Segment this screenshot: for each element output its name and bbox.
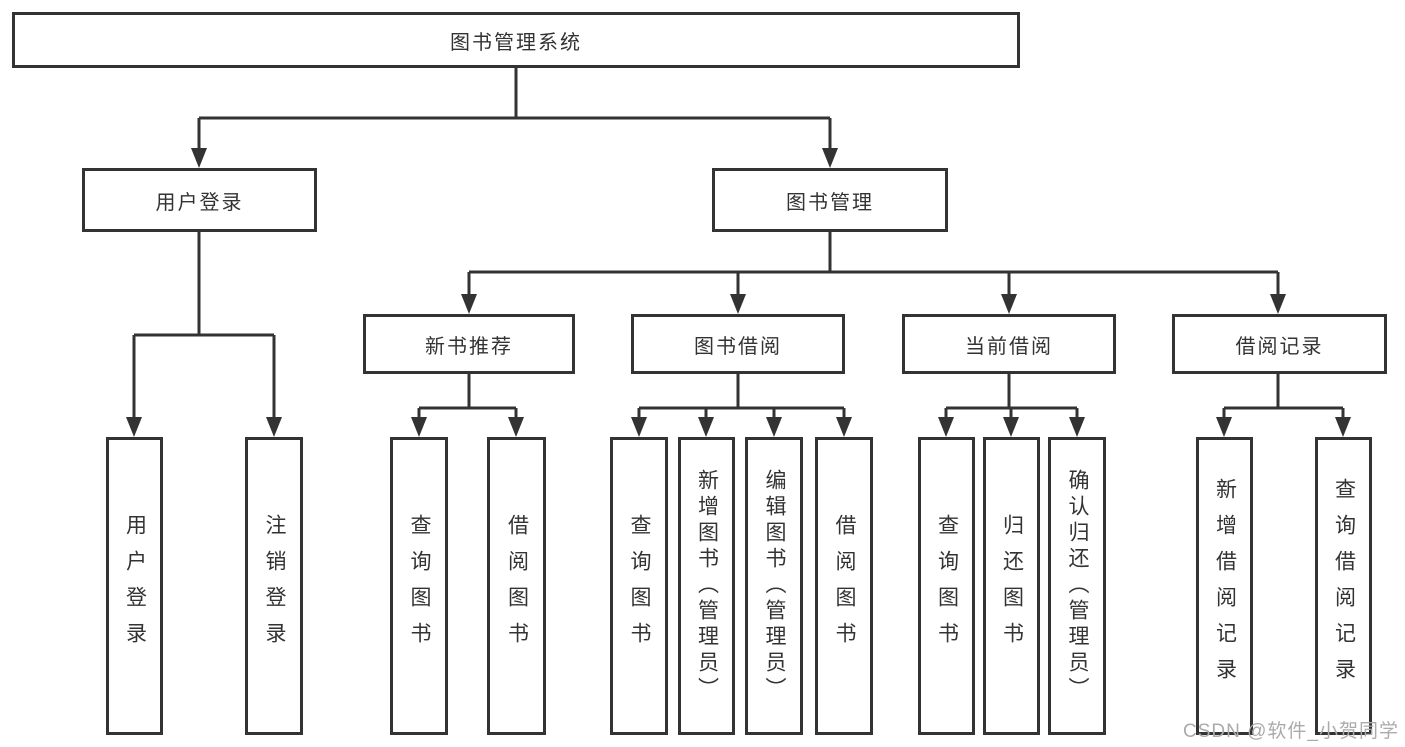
arrowhead <box>730 294 746 314</box>
leaf-confirm-return-admin: 确认归还（管理员） <box>1048 437 1106 735</box>
leaf-add-books-admin: 新增图书（管理员） <box>678 437 735 735</box>
node-library-system: 图书管理系统 <box>12 12 1020 68</box>
connector-book-management-to-level3 <box>467 232 1280 296</box>
node-book-management: 图书管理 <box>712 168 948 232</box>
arrowhead <box>411 417 427 437</box>
csdn-watermark: CSDN @软件_小贺同学 <box>1183 721 1399 742</box>
node-current-borrow: 当前借阅 <box>902 314 1116 374</box>
arrowheads <box>126 148 1351 437</box>
node-borrow-records: 借阅记录 <box>1172 314 1387 374</box>
leaf-query-books: 查询图书 <box>390 437 448 735</box>
arrowhead <box>766 417 782 437</box>
arrowhead <box>698 417 714 437</box>
node-new-book-recommend: 新书推荐 <box>363 314 575 374</box>
leaf-add-borrow-record: 新增借阅记录 <box>1196 437 1253 735</box>
connector-book-borrow-to-leaves <box>637 374 846 421</box>
node-book-borrow: 图书借阅 <box>631 314 845 374</box>
connector-borrow-records-to-leaves <box>1222 374 1345 421</box>
leaf-edit-books-admin: 编辑图书（管理员） <box>745 437 803 735</box>
leaf-query-borrow-record: 查询借阅记录 <box>1315 437 1372 735</box>
arrowhead <box>938 417 954 437</box>
arrowhead <box>266 417 282 437</box>
leaf-user-login: 用户登录 <box>106 437 163 735</box>
arrowhead <box>1001 294 1017 314</box>
connector-user-login-to-leaves <box>132 232 276 419</box>
arrowhead <box>822 148 838 168</box>
arrowhead <box>461 294 477 314</box>
arrowhead <box>1270 294 1286 314</box>
arrowhead <box>126 417 142 437</box>
leaf-logout: 注销登录 <box>245 437 303 735</box>
leaf-query-books: 查询图书 <box>918 437 975 735</box>
leaf-query-books: 查询图书 <box>610 437 668 735</box>
leaf-borrow-books: 借阅图书 <box>487 437 546 735</box>
arrowhead <box>836 417 852 437</box>
connector-current-borrow-to-leaves <box>944 374 1079 421</box>
arrowhead <box>1003 417 1019 437</box>
arrowhead <box>1335 417 1351 437</box>
connector-root-to-level2 <box>197 68 832 150</box>
node-user-login: 用户登录 <box>82 168 317 232</box>
arrowhead <box>1069 417 1085 437</box>
arrowhead <box>191 148 207 168</box>
leaf-return-books: 归还图书 <box>983 437 1040 735</box>
leaf-borrow-books: 借阅图书 <box>815 437 873 735</box>
connector-new-book-to-leaves <box>417 374 518 421</box>
arrowhead <box>631 417 647 437</box>
arrowhead <box>1216 417 1232 437</box>
arrowhead <box>508 417 524 437</box>
